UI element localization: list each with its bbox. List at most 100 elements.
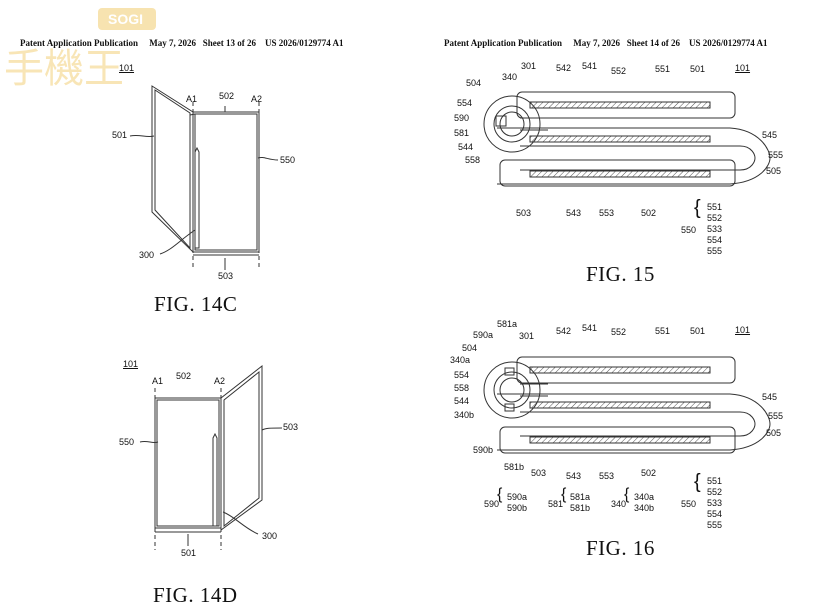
publication-date: May 7, 2026 <box>573 38 621 48</box>
brace: { <box>624 486 630 503</box>
brace: { <box>497 486 503 503</box>
publication-title: Patent Application Publication <box>444 38 563 48</box>
group-item: 552 <box>707 213 723 223</box>
fig-16-555: 555 <box>768 411 784 421</box>
fig-15-541: 541 <box>582 61 598 71</box>
brace: { <box>694 471 701 493</box>
fig-14c-a2: A2 <box>251 94 263 104</box>
fig-16-544: 544 <box>454 396 470 406</box>
fig-16-501: 501 <box>690 326 706 336</box>
group-item: 340a <box>634 492 655 502</box>
fig-15-590: 590 <box>454 113 470 123</box>
header-left: Patent Application Publication May 7, 20… <box>20 38 344 48</box>
group-item: 533 <box>707 224 723 234</box>
fig-15-301: 301 <box>521 61 537 71</box>
fig-16-group-581-key: 581 <box>548 499 564 509</box>
fig-15-group-550-key: 550 <box>681 225 697 235</box>
sogi-watermark-logo: SOGI 手機王 <box>4 8 156 92</box>
sheet-number: Sheet 14 of 26 <box>626 38 681 48</box>
sheet-number: Sheet 13 of 26 <box>202 38 257 48</box>
fig-16-543: 543 <box>566 471 582 481</box>
fig-16-553: 553 <box>599 471 615 481</box>
fig-16-590a: 590a <box>473 330 494 340</box>
fig-15-group-550-items: 551 552 533 554 555 <box>707 202 722 257</box>
fig-15-503: 503 <box>516 208 532 218</box>
fig-14d-a1: A1 <box>152 376 164 386</box>
fig-16-554: 554 <box>454 370 470 380</box>
fig-15-504: 504 <box>466 78 482 88</box>
fig-16-545: 545 <box>762 392 778 402</box>
fig-15-552: 552 <box>611 66 627 76</box>
fig-16-552: 552 <box>611 327 627 337</box>
svg-text:手機王: 手機王 <box>4 46 124 92</box>
fig-15-545: 545 <box>762 130 778 140</box>
fig-15-551: 551 <box>655 64 671 74</box>
fig-16-group-590-key: 590 <box>484 499 500 509</box>
fig-14c-300: 300 <box>139 250 155 260</box>
fig-16-group-581-items: 581a 581b <box>570 492 590 514</box>
group-item: 552 <box>707 487 723 497</box>
fig-15-501: 501 <box>690 64 706 74</box>
fig-16-558: 558 <box>454 383 470 393</box>
fig-14c-a1: A1 <box>186 94 198 104</box>
group-item: 551 <box>707 476 723 486</box>
fig-16-590b: 590b <box>473 445 494 455</box>
fig-14c-503: 503 <box>218 271 234 281</box>
brace: { <box>561 486 567 503</box>
fig-15-554: 554 <box>457 98 473 108</box>
fig-14d-502: 502 <box>176 371 192 381</box>
fig-16-551: 551 <box>655 326 671 336</box>
fig-15-340: 340 <box>502 72 518 82</box>
fig-15-543: 543 <box>566 208 582 218</box>
fig-16-group-550-items: 551 552 533 554 555 <box>707 476 722 531</box>
fig-14d-300: 300 <box>262 531 278 541</box>
header-right: Patent Application Publication May 7, 20… <box>444 38 768 48</box>
group-item: 590a <box>507 492 528 502</box>
fig-15-502: 502 <box>641 208 657 218</box>
group-item: 554 <box>707 235 723 245</box>
fig-14c-502: 502 <box>219 91 235 101</box>
fig-14d-caption: FIG. 14D <box>153 583 238 607</box>
patent-number: US 2026/0129774 A1 <box>265 38 344 48</box>
group-item: 590b <box>507 503 528 513</box>
fig-15-544: 544 <box>458 142 474 152</box>
fig-15-ref-101: 101 <box>735 63 751 73</box>
fig-15-553: 553 <box>599 208 615 218</box>
fig-15-542: 542 <box>556 63 572 73</box>
fig-15-555: 555 <box>768 150 784 160</box>
fig-15-caption: FIG. 15 <box>586 262 655 286</box>
fig-14d-550: 550 <box>119 437 135 447</box>
fig-16-ref-101: 101 <box>735 325 751 335</box>
fig-16-group-590-items: 590a 590b <box>507 492 527 514</box>
fig-14c-550: 550 <box>280 155 296 165</box>
svg-text:SOGI: SOGI <box>108 11 143 27</box>
fig-16-340b: 340b <box>454 410 475 420</box>
fig-16-301: 301 <box>519 331 535 341</box>
fig-14c-caption: FIG. 14C <box>154 292 238 316</box>
fig-16-581b: 581b <box>504 462 525 472</box>
patent-number: US 2026/0129774 A1 <box>689 38 768 48</box>
fig-16-541: 541 <box>582 323 598 333</box>
publication-date: May 7, 2026 <box>149 38 197 48</box>
fig-16-503: 503 <box>531 468 547 478</box>
group-item: 551 <box>707 202 723 212</box>
fig-16-505: 505 <box>766 428 782 438</box>
fig-16-502: 502 <box>641 468 657 478</box>
fig-16-340a: 340a <box>450 355 471 365</box>
group-item: 340b <box>634 503 655 513</box>
fig-16-group-340-key: 340 <box>611 499 627 509</box>
fig-14d-a2: A2 <box>214 376 226 386</box>
fig-15-group-brace: { <box>694 197 701 219</box>
fig-15-505: 505 <box>766 166 782 176</box>
fig-14d-503: 503 <box>283 422 299 432</box>
group-item: 533 <box>707 498 723 508</box>
fig-14c-501: 501 <box>112 130 128 140</box>
group-item: 554 <box>707 509 723 519</box>
fig-16-group-550-key: 550 <box>681 499 697 509</box>
fig-16-581a: 581a <box>497 319 518 329</box>
publication-title: Patent Application Publication <box>20 38 139 48</box>
